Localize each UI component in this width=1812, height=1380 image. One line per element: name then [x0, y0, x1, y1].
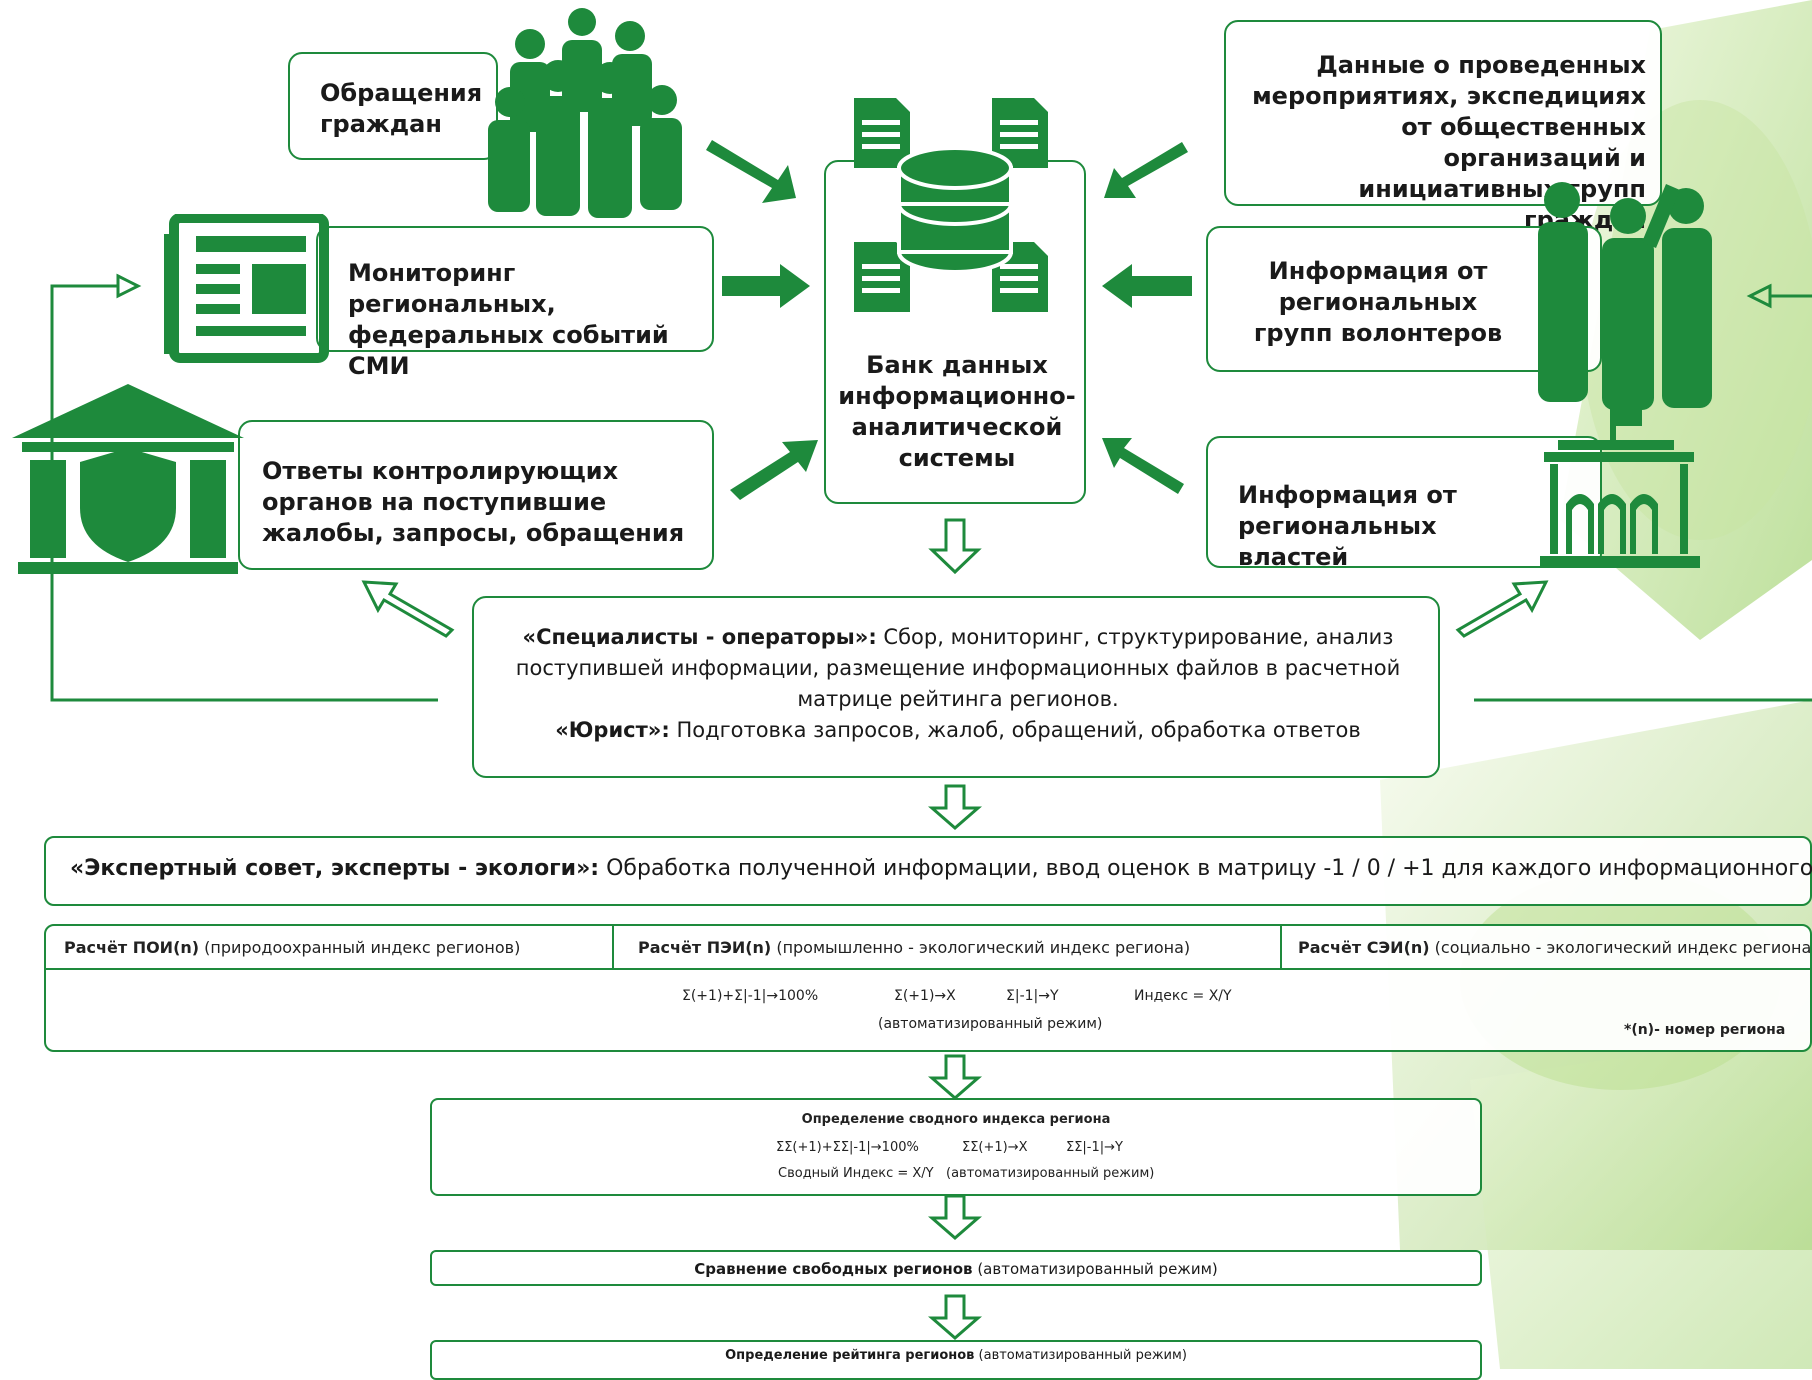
poi-label: Расчёт ПОИ(n) — [64, 938, 200, 957]
arrow-down-4 — [927, 1194, 983, 1240]
operators-text: «Специалисты - операторы»: Сбор, монитор… — [494, 622, 1422, 746]
sei-desc: (социально - экологический индекс регион… — [1429, 938, 1812, 957]
people-crowd-icon — [488, 8, 682, 218]
rating-mode: (автоматизированный режим) — [974, 1348, 1187, 1363]
experts-box: «Экспертный совет, эксперты - экологи»: … — [44, 836, 1812, 906]
source-media-label: Мониторинг региональных, федеральных соб… — [348, 259, 669, 380]
arrow-down-5 — [927, 1294, 983, 1340]
source-media-box: Мониторинг региональных, федеральных соб… — [316, 226, 714, 380]
indices-header — [46, 926, 1810, 970]
summary-mode: (автоматизированный режим) — [946, 1166, 1155, 1181]
poi-desc: (природоохранный индекс регионов) — [199, 938, 521, 957]
source-volunteers-box: Информация от региональных групп волонте… — [1206, 226, 1602, 372]
rating-label: Определение рейтинга регионов — [725, 1348, 975, 1363]
source-citizens-label: Обращения граждан — [320, 79, 483, 138]
source-control-box: Ответы контролирующих органов на поступи… — [238, 420, 714, 570]
compare-box: Сравнение свободных регионов (автоматизи… — [430, 1250, 1482, 1286]
arrow-op-right — [1455, 580, 1549, 638]
operators-desc: Сбор, мониторинг, структурирование, анал… — [515, 625, 1401, 711]
summary-formula-sum: ΣΣ(+1)+ΣΣ|-1|→100% — [776, 1140, 919, 1155]
pei-header: Расчёт ПЭИ(n) (промышленно - экологическ… — [638, 938, 1190, 957]
pei-label: Расчёт ПЭИ(n) — [638, 938, 772, 957]
government-building-flag-icon — [1540, 406, 1700, 568]
indices-divider — [612, 926, 614, 968]
pei-desc: (промышленно - экологический индекс реги… — [771, 938, 1191, 957]
newspaper-icon — [164, 214, 329, 363]
formula-index: Индекс = X/Y — [1134, 988, 1232, 1004]
loop-left-head — [116, 273, 142, 299]
source-authorities-box: Информация от региональных властей — [1206, 436, 1602, 571]
summary-box: Определение сводного индекса региона ΣΣ(… — [430, 1098, 1482, 1196]
arrow-down-3 — [927, 1054, 983, 1100]
arrow-volunteers — [1102, 264, 1192, 308]
formula-x: Σ(+1)→X — [894, 988, 956, 1004]
summary-title: Определение сводного индекса региона — [801, 1112, 1111, 1127]
mode-note: (автоматизированный режим) — [878, 1016, 1103, 1032]
lawyer-label: «Юрист»: — [555, 718, 670, 742]
source-volunteers-label: Информация от региональных групп волонте… — [1253, 257, 1503, 347]
operators-box: «Специалисты - операторы»: Сбор, монитор… — [472, 596, 1440, 778]
source-control-label: Ответы контролирующих органов на поступи… — [262, 457, 685, 547]
arrow-citizens — [706, 140, 796, 203]
summary-formula-index: Сводный Индекс = X/Y — [778, 1166, 934, 1181]
experts-desc: Обработка полученной информации, ввод оц… — [599, 856, 1812, 881]
experts-label: «Экспертный совет, эксперты - экологи»: — [70, 856, 600, 881]
databank-title: Банк данных информационно-аналитической … — [838, 351, 1076, 472]
operators-label: «Специалисты - операторы»: — [522, 625, 877, 649]
sei-label: Расчёт СЭИ(n) — [1298, 938, 1430, 957]
source-public-label: Данные о проведенных мероприятиях, экспе… — [1252, 51, 1646, 234]
summary-formula-y: ΣΣ|-1|→Y — [1066, 1140, 1123, 1155]
poi-header: Расчёт ПОИ(n) (природоохранный индекс ре… — [64, 938, 520, 957]
loop-right-head — [1746, 283, 1772, 309]
arrow-public — [1104, 142, 1188, 198]
government-building-shield-icon — [12, 384, 244, 574]
indices-divider — [1280, 926, 1282, 968]
arrow-down-1 — [928, 518, 982, 575]
rating-box: Определение рейтинга регионов (автоматиз… — [430, 1340, 1482, 1380]
arrow-control — [730, 440, 818, 500]
volunteers-group-icon — [1538, 182, 1712, 410]
databank-box: Банк данных информационно-аналитической … — [824, 160, 1086, 504]
indices-box: Расчёт ПОИ(n) (природоохранный индекс ре… — [44, 924, 1812, 1052]
region-footnote: *(n)- номер региона — [1624, 1022, 1786, 1038]
source-public-box: Данные о проведенных мероприятиях, экспе… — [1224, 20, 1662, 234]
compare-text: Сравнение свободных регионов (автоматизи… — [432, 1260, 1480, 1278]
compare-mode: (автоматизированный режим) — [972, 1260, 1218, 1278]
compare-label: Сравнение свободных регионов — [694, 1260, 973, 1278]
arrow-authorities — [1102, 438, 1184, 494]
arrow-media — [722, 264, 810, 308]
source-authorities-label: Информация от региональных властей — [1238, 481, 1457, 571]
summary-formula-x: ΣΣ(+1)→X — [962, 1140, 1028, 1155]
arrow-op-left — [361, 580, 455, 638]
database-documents-icon — [854, 98, 1048, 312]
arrow-down-2 — [927, 784, 983, 830]
formula-y: Σ|-1|→Y — [1006, 988, 1059, 1004]
rating-text: Определение рейтинга регионов (автоматиз… — [432, 1348, 1480, 1363]
formula-sum: Σ(+1)+Σ|-1|→100% — [682, 988, 819, 1004]
sei-header: Расчёт СЭИ(n) (социально - экологический… — [1298, 938, 1812, 957]
lawyer-desc: Подготовка запросов, жалоб, обращений, о… — [669, 718, 1361, 742]
source-citizens-box: Обращения граждан — [288, 52, 498, 160]
experts-text: «Экспертный совет, эксперты - экологи»: … — [70, 856, 1812, 881]
